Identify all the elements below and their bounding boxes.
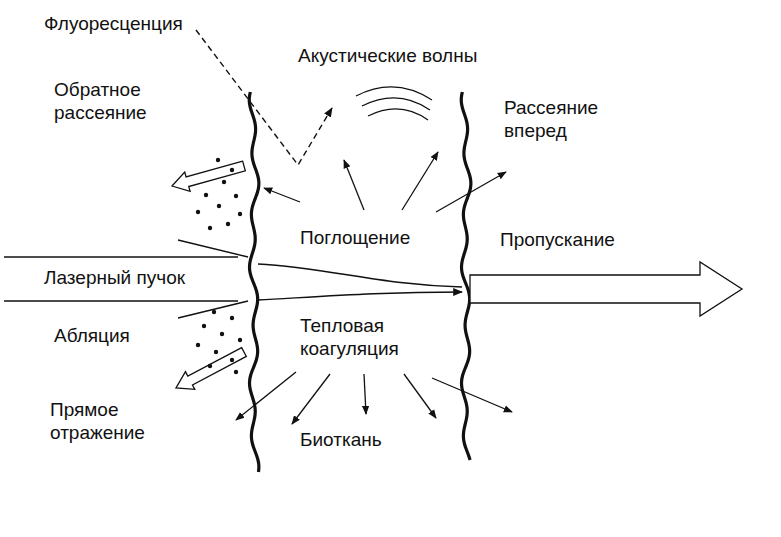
scatter-dot — [196, 210, 200, 214]
scatter-dot — [216, 158, 220, 162]
scatter-arrow — [264, 188, 300, 202]
text-label: Рассеяние вперед — [504, 96, 634, 142]
scatter-dot — [196, 343, 200, 347]
scatter-dot — [214, 350, 218, 354]
scatter-dot — [208, 364, 212, 368]
text-label: Абляция — [54, 324, 194, 347]
scatter-dot — [238, 338, 242, 342]
scatter-dot — [220, 332, 224, 336]
text-label: Лазерный пучок — [44, 266, 234, 289]
acoustic-wave — [362, 98, 430, 110]
scatter-dot — [230, 316, 234, 320]
text-label: Флуоресценция — [44, 12, 244, 35]
text-label: Пропускание — [500, 228, 680, 251]
laser-beam-line — [178, 240, 248, 257]
scatter-arrow — [404, 374, 436, 418]
scatter-arrow — [344, 160, 364, 210]
hollow-arrow — [172, 161, 245, 191]
scatter-arrow — [432, 378, 512, 412]
scatter-arrow — [236, 372, 296, 420]
beam-path — [258, 264, 462, 287]
scatter-arrow — [402, 152, 438, 210]
scatter-dot — [204, 193, 208, 197]
text-label: Биоткань — [300, 428, 440, 451]
text-label: Обратное рассеяние — [54, 78, 179, 124]
scatter-dot — [208, 226, 212, 230]
laser-beam-line — [4, 256, 238, 257]
tissue-boundary — [249, 92, 259, 472]
scatter-dot — [230, 168, 234, 172]
text-label: Прямое отражение — [50, 398, 175, 444]
scatter-dot — [234, 194, 238, 198]
scatter-dot — [226, 222, 230, 226]
laser-beam-line — [4, 300, 238, 301]
scatter-dot — [217, 204, 221, 208]
scatter-dot — [212, 310, 216, 314]
laser-beam-line — [178, 301, 248, 318]
text-label: Тепловая коагуляция — [300, 314, 450, 360]
scatter-arrow — [364, 374, 366, 414]
hollow-arrow — [470, 262, 742, 316]
scatter-dot — [238, 212, 242, 216]
scatter-dot — [222, 180, 226, 184]
acoustic-wave — [368, 109, 428, 120]
scatter-dot — [234, 370, 238, 374]
beam-path — [258, 292, 462, 300]
hollow-arrow — [176, 348, 246, 390]
scatter-arrow — [436, 172, 506, 212]
text-label: Поглощение — [300, 226, 460, 249]
scatter-dot — [230, 358, 234, 362]
scatter-arrow — [292, 374, 330, 424]
text-label: Акустические волны — [298, 44, 538, 67]
scatter-dot — [202, 324, 206, 328]
